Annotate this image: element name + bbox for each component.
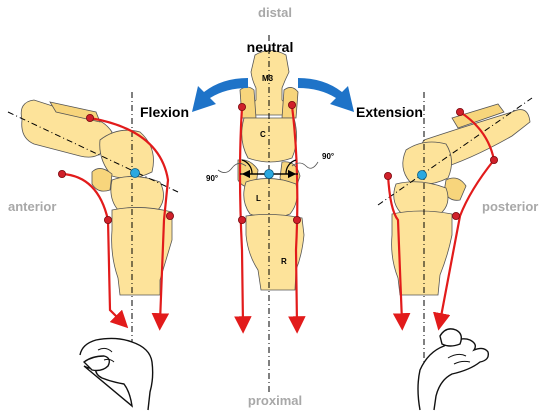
- neutral-ligament-right: [288, 105, 306, 334]
- proximal-label: proximal: [248, 393, 302, 408]
- r-label: R: [281, 257, 287, 266]
- flexion-carpal-small: [91, 168, 113, 192]
- extension-wrist: [377, 92, 533, 385]
- flexion-wrist: [7, 92, 179, 385]
- neutral-ligament-left: [234, 107, 252, 334]
- distal-label: distal: [258, 5, 292, 20]
- lunate-bone: [243, 178, 298, 219]
- flexion-radius: [111, 207, 173, 296]
- extension-dot-2: [489, 155, 498, 164]
- extension-arrow: [298, 78, 354, 112]
- angle-arc-left: [241, 159, 253, 175]
- neutral-dot-top-left: [237, 103, 246, 112]
- extension-metacarpal-back: [451, 103, 505, 129]
- m3-label: M3: [262, 74, 274, 83]
- angle-left-label: 90°: [206, 174, 218, 183]
- extension-axis-tilted: [377, 97, 533, 206]
- neutral-dot-bottom-left: [237, 215, 246, 224]
- callout-right: [291, 161, 319, 169]
- angle-right-label: 90°: [322, 152, 334, 161]
- angle-arc-right: [285, 159, 297, 175]
- extension-dot-4: [451, 211, 460, 220]
- flexion-dot-4: [165, 211, 174, 220]
- posterior-label: posterior: [482, 199, 538, 214]
- anterior-label: anterior: [8, 199, 56, 214]
- extension-radius: [391, 210, 453, 296]
- flexion-axis-tilted: [7, 111, 179, 193]
- l-label: L: [256, 194, 261, 203]
- flexion-rotation-center: [130, 168, 140, 178]
- extension-capitate: [402, 141, 452, 185]
- neutral-wrist: M3 C L R 90° 90°: [206, 35, 334, 395]
- flexion-label: Flexion: [140, 104, 189, 120]
- neutral-label: neutral: [247, 39, 294, 55]
- flexion-ligament-dorsal: [89, 116, 170, 331]
- extension-label: Extension: [356, 104, 423, 120]
- extension-ligament-palmar: [386, 174, 411, 331]
- flexion-dot-3: [104, 215, 113, 224]
- neutral-rotation-center: [264, 169, 274, 179]
- extension-hand-illustration: [417, 328, 490, 411]
- neutral-dot-bottom-right: [292, 215, 301, 224]
- extension-dot-3: [383, 171, 392, 180]
- flexion-dot-1: [86, 114, 95, 123]
- flexion-dot-2: [58, 169, 67, 178]
- extension-dot-1: [455, 108, 464, 117]
- c-label: C: [260, 130, 266, 139]
- flexion-arrow: [192, 78, 248, 112]
- flexion-hand-illustration: [79, 337, 154, 411]
- radius-bone: [245, 214, 305, 291]
- callout-left: [217, 163, 247, 173]
- neutral-dot-top-right: [287, 101, 296, 110]
- extension-rotation-center: [417, 170, 427, 180]
